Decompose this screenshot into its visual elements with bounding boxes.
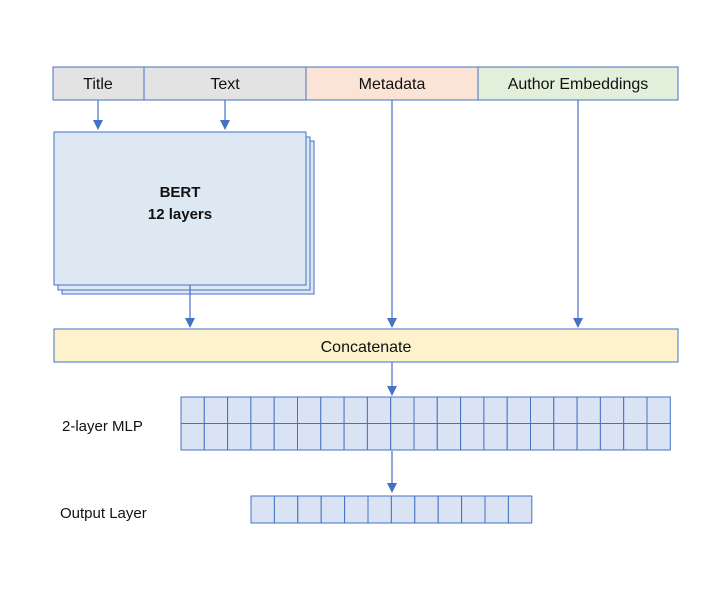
mlp-cell (366, 423, 392, 451)
mlp-cell (530, 396, 555, 424)
mlp-cell (297, 396, 322, 424)
mlp-cell (483, 396, 508, 424)
output-cell (437, 495, 463, 524)
mlp-cell (599, 396, 625, 424)
metadata-input-label: Metadata (359, 76, 426, 93)
text-input-label: Text (210, 76, 240, 93)
mlp-cell (297, 423, 322, 451)
mlp-cell (250, 423, 275, 451)
mlp-cell (320, 396, 345, 424)
mlp-cell (646, 423, 671, 451)
output-cell (297, 495, 322, 524)
mlp-cell (273, 423, 299, 451)
mlp-grid (180, 396, 671, 451)
mlp-cell (460, 396, 485, 424)
bert-block: BERT 12 layers (53, 131, 315, 295)
output-layer-label: Output Layer (60, 505, 147, 522)
mlp-cell (203, 423, 229, 451)
mlp-cell (390, 396, 415, 424)
concatenate-box (53, 328, 679, 363)
output-cell (461, 495, 486, 524)
mlp-cell (506, 423, 532, 451)
mlp-cell (576, 423, 601, 451)
output-cell (484, 495, 509, 524)
output-cell (507, 495, 533, 524)
mlp-cell (599, 423, 625, 451)
mlp-cell (343, 396, 368, 424)
input-row: Title Text Metadata Author Embeddings (52, 66, 679, 101)
mlp-cell (390, 423, 415, 451)
metadata-input-box (305, 66, 479, 101)
mlp-cell (320, 423, 345, 451)
author-embeddings-input-box (477, 66, 679, 101)
mlp-cell (623, 423, 648, 451)
author-embeddings-input-label: Author Embeddings (508, 76, 649, 93)
bert-title: BERT (160, 184, 201, 201)
mlp-cell (180, 423, 205, 451)
output-cell (250, 495, 275, 524)
title-input-label: Title (83, 76, 113, 93)
mlp-cell (343, 423, 368, 451)
text-input-box (143, 66, 307, 101)
mlp-label: 2-layer MLP (62, 418, 143, 435)
title-input-box (52, 66, 145, 101)
mlp-cell (553, 423, 578, 451)
mlp-cell (506, 396, 532, 424)
mlp-cell (413, 396, 438, 424)
concatenate-label: Concatenate (321, 339, 412, 356)
mlp-cell (623, 396, 648, 424)
bert-layer-front (53, 131, 307, 286)
output-cell (390, 495, 416, 524)
mlp-cell (413, 423, 438, 451)
output-cell (273, 495, 299, 524)
mlp-cell (250, 396, 275, 424)
mlp-cell (460, 423, 485, 451)
mlp-cell (483, 423, 508, 451)
mlp-cell (553, 396, 578, 424)
output-cell (320, 495, 346, 524)
mlp-cell (530, 423, 555, 451)
output-cell (367, 495, 392, 524)
mlp-cell (273, 396, 299, 424)
mlp-cell (646, 396, 671, 424)
mlp-cell (436, 396, 462, 424)
mlp-cell (203, 396, 229, 424)
mlp-cell (180, 396, 205, 424)
mlp-cell (576, 396, 601, 424)
mlp-cell (227, 396, 252, 424)
output-cell (414, 495, 439, 524)
mlp-cell (227, 423, 252, 451)
mlp-cell (366, 396, 392, 424)
mlp-cell (436, 423, 462, 451)
output-cell (344, 495, 369, 524)
bert-layers-label: 12 layers (148, 206, 212, 223)
output-grid (250, 495, 533, 524)
